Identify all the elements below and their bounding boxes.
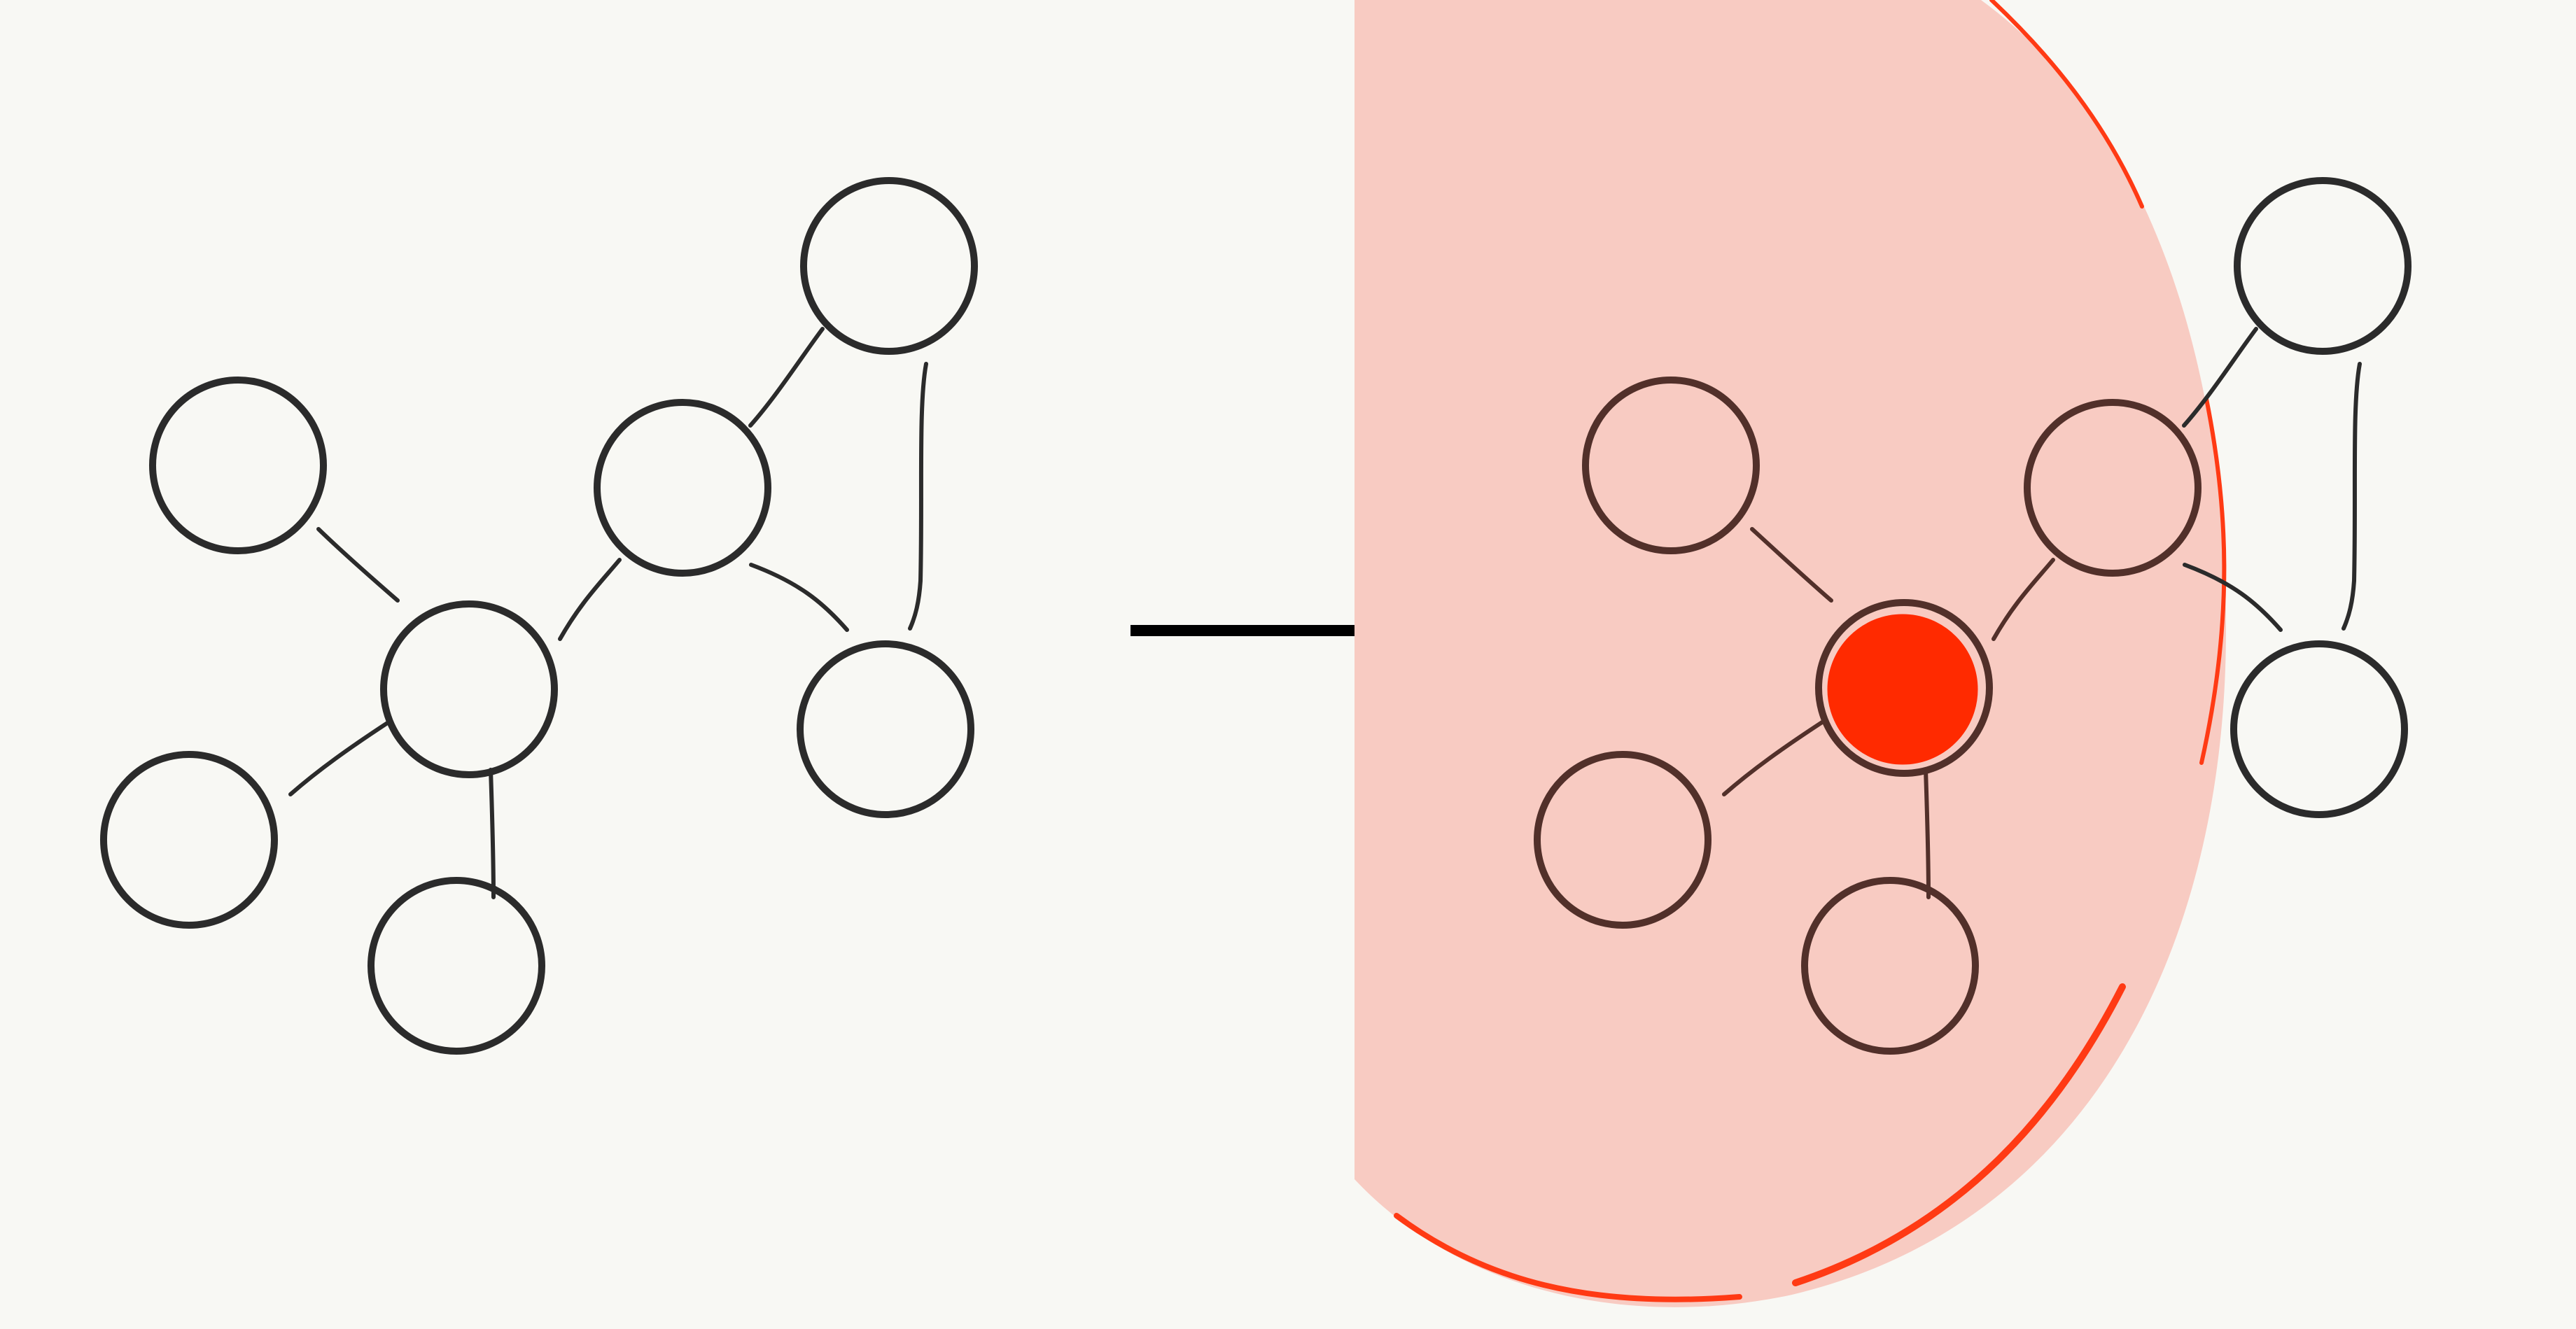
after-node-leaf-top-left bbox=[1582, 377, 1760, 554]
before-edge-mid-right bbox=[749, 563, 849, 632]
highlight-region bbox=[1354, 0, 2227, 1307]
after-node-leaf-bottom-left bbox=[1534, 751, 1712, 929]
before-node-hub bbox=[380, 600, 558, 778]
highlight-stroke-bottom-left bbox=[1394, 1213, 1742, 1302]
before-edge-hub-leaf-bottom bbox=[489, 768, 496, 899]
after-node-right bbox=[2230, 640, 2408, 818]
after-edge-hub-mid bbox=[1991, 558, 2055, 641]
before-edge-mid-top-right bbox=[748, 327, 825, 428]
after-node-hub-selected bbox=[1823, 610, 1982, 768]
before-node-top-right bbox=[800, 177, 978, 355]
after-node-leaf-bottom bbox=[1801, 877, 1979, 1055]
after-edge-hub-leaf-bottom-left bbox=[1722, 720, 1824, 796]
after-edge-hub-leaf-bottom bbox=[1924, 768, 1931, 899]
after-node-top-right bbox=[2234, 177, 2412, 355]
after-graph bbox=[1534, 177, 2412, 1055]
before-node-leaf-bottom bbox=[368, 877, 545, 1055]
after-edge-top-right-right bbox=[2342, 362, 2362, 631]
before-node-leaf-bottom-left bbox=[100, 751, 278, 929]
before-node-right bbox=[797, 640, 974, 818]
highlight-stroke-bottom-right bbox=[1792, 983, 2126, 1286]
before-edge-hub-mid bbox=[558, 558, 622, 641]
before-edge-top-right-right bbox=[908, 362, 928, 631]
after-edge-hub-leaf-top-left bbox=[1750, 527, 1833, 603]
before-edge-hub-leaf-bottom-left bbox=[288, 720, 391, 796]
after-node-hub-outline bbox=[1815, 599, 1993, 777]
highlight-region-fill bbox=[1354, 0, 2226, 1307]
after-edge-mid-right bbox=[2183, 563, 2283, 632]
before-edge-hub-leaf-top-left bbox=[316, 527, 400, 603]
after-edge-mid-top-right bbox=[2182, 327, 2258, 428]
highlight-stroke-top bbox=[1989, 0, 2144, 209]
before-graph bbox=[100, 177, 978, 1055]
highlight-stroke-right bbox=[2199, 397, 2227, 765]
after-node-mid bbox=[2024, 399, 2202, 577]
before-node-mid bbox=[594, 399, 771, 577]
before-node-leaf-top-left bbox=[149, 377, 327, 554]
